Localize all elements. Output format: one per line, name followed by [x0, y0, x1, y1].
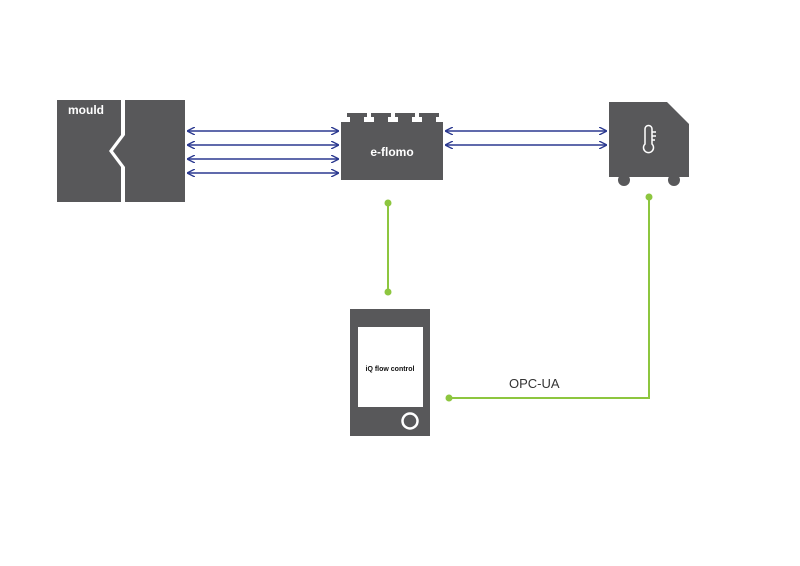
e-flomo-label: e-flomo — [370, 145, 413, 159]
unit-body — [609, 102, 689, 177]
e-flomo-body — [341, 122, 443, 180]
temperature-control-unit — [609, 102, 689, 186]
eflomo-controller-link — [384, 199, 392, 296]
controller-screen — [358, 327, 423, 407]
eflomo-unit-arrows — [446, 131, 606, 145]
e-flomo-port — [374, 116, 388, 123]
unit-wheel-right — [668, 174, 680, 186]
e-flomo-device: e-flomo — [341, 113, 443, 180]
green-link-dot — [384, 199, 392, 207]
e-flomo-port — [422, 116, 436, 123]
e-flomo-port-cap — [395, 113, 415, 117]
e-flomo-port-cap — [371, 113, 391, 117]
mould-right-half — [113, 100, 185, 202]
opc-ua-label: OPC-UA — [509, 376, 560, 391]
iq-flow-control-device: iQ flow control — [350, 309, 430, 436]
thermometer-icon — [642, 124, 656, 154]
green-link-dot — [445, 394, 453, 402]
mould-eflomo-arrows — [188, 131, 338, 173]
unit-wheel-left — [618, 174, 630, 186]
e-flomo-port-cap — [419, 113, 439, 117]
mould-left-half — [57, 100, 121, 202]
mould-block: mould — [57, 100, 185, 202]
controller-home-button — [401, 412, 419, 430]
e-flomo-port-cap — [347, 113, 367, 117]
green-link-dot — [384, 288, 392, 296]
mould-label: mould — [68, 103, 104, 117]
green-link-dot — [645, 193, 653, 201]
e-flomo-port — [398, 116, 412, 123]
controller-screen-label: iQ flow control — [366, 366, 415, 373]
green-link-line — [449, 197, 650, 399]
opc-ua-link: OPC-UA — [445, 193, 653, 402]
e-flomo-port — [350, 116, 364, 123]
